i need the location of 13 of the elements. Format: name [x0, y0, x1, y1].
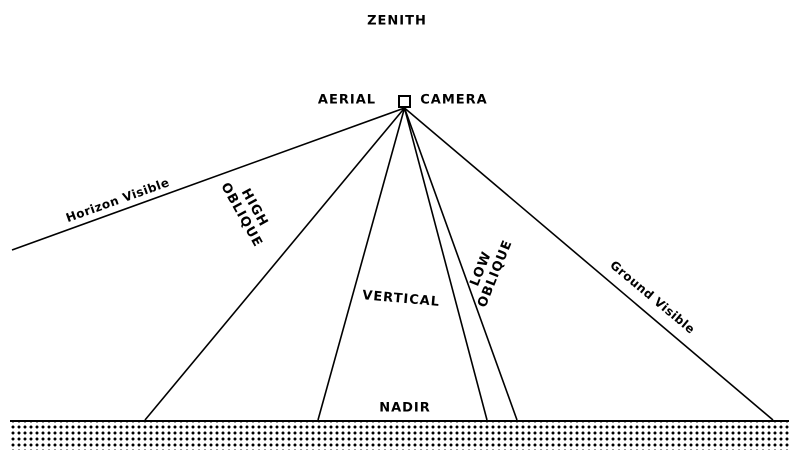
ground-band: [10, 420, 789, 450]
direction-label: NADIR: [379, 402, 431, 416]
sight-line: [404, 108, 488, 420]
camera-label: CAMERA: [420, 94, 488, 108]
sight-line: [12, 107, 405, 251]
sight-line: [144, 107, 406, 421]
direction-label: ZENITH: [367, 14, 427, 30]
region-label: VERTICAL: [362, 289, 440, 311]
sight-line: [404, 107, 774, 421]
camera-box: [398, 95, 411, 108]
camera-label: AERIAL: [318, 94, 376, 108]
sight-line: [404, 108, 518, 420]
sight-line: [317, 108, 406, 420]
